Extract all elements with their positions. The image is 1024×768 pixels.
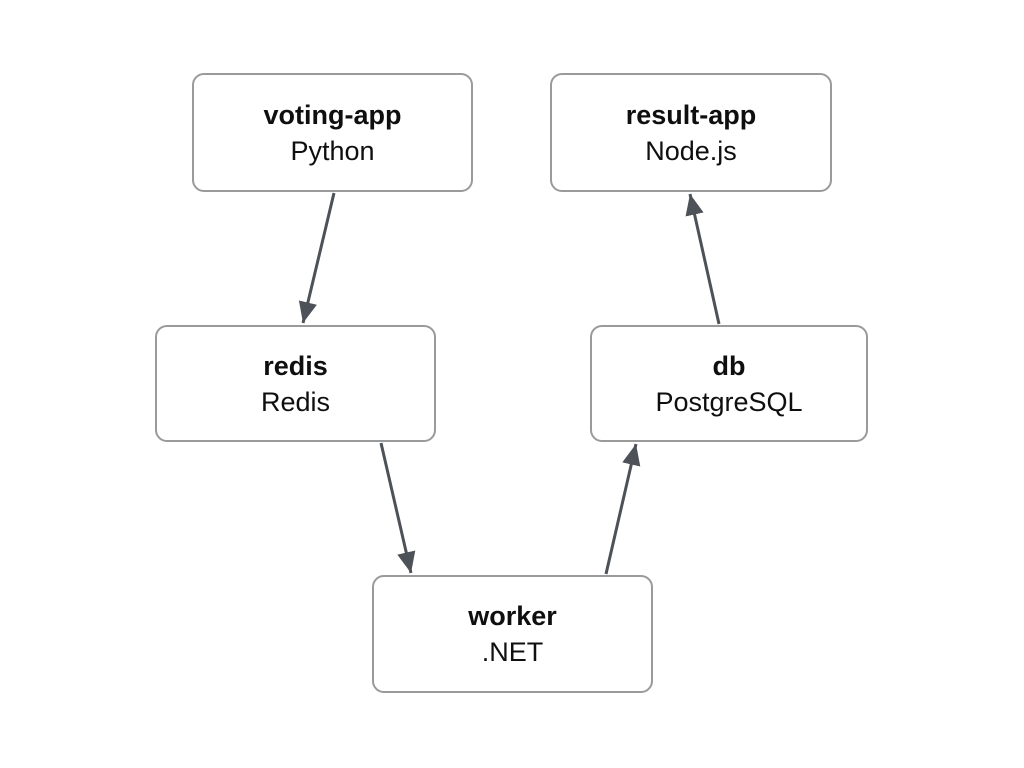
node-result-app: result-app Node.js — [550, 73, 832, 192]
node-result-app-title: result-app — [625, 99, 757, 130]
node-voting-app: voting-app Python — [192, 73, 473, 192]
node-voting-app-tech: Python — [290, 135, 375, 166]
node-voting-app-title: voting-app — [263, 99, 402, 130]
node-result-app-tech: Node.js — [645, 135, 737, 166]
node-worker-title: worker — [468, 601, 557, 631]
node-redis-title: redis — [263, 350, 328, 381]
node-worker: worker .NET — [372, 575, 653, 693]
node-redis-tech: Redis — [260, 386, 331, 417]
edge-db-to-result-app-arrow — [685, 193, 721, 325]
edge-worker-to-db-arrow — [604, 443, 641, 575]
node-db-tech: PostgreSQL — [655, 386, 803, 417]
node-redis: redis Redis — [155, 325, 436, 442]
edge-redis-to-worker-arrow — [379, 442, 416, 574]
node-db-title: db — [712, 350, 746, 381]
node-worker-tech: .NET — [481, 637, 544, 667]
node-db: db PostgreSQL — [590, 325, 868, 442]
edge-voting-app-to-redis-arrow — [298, 192, 336, 324]
